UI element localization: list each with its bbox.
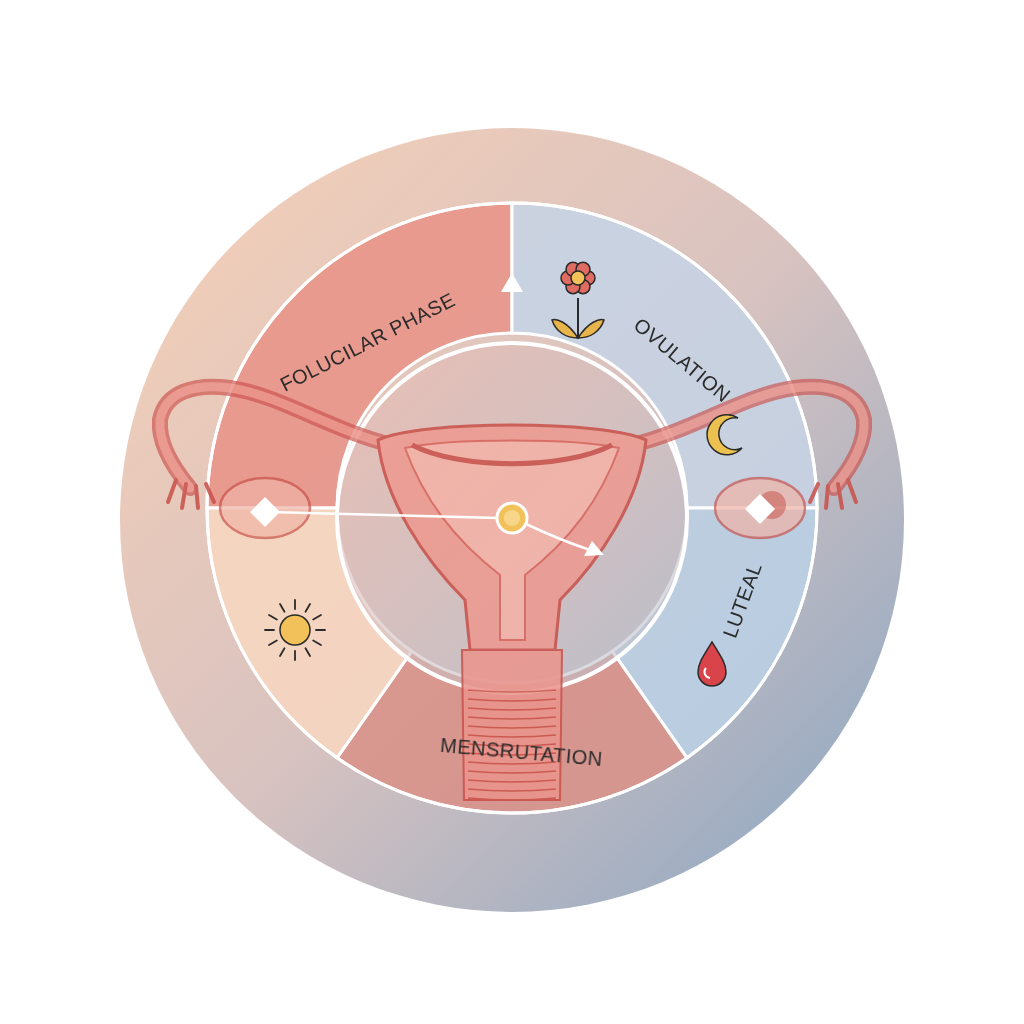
marker-diamond [250, 497, 280, 527]
marker-diamond [745, 494, 775, 524]
outer-disc [120, 128, 904, 912]
arrowhead [584, 541, 604, 556]
ring-outline [207, 203, 817, 813]
direction-arrow [501, 273, 523, 292]
ovum-path [526, 524, 590, 550]
phase-sectors [207, 203, 817, 813]
ovum-core [504, 510, 520, 526]
ovum [497, 503, 527, 533]
moon-icon [707, 415, 742, 455]
sun-icon [265, 600, 325, 660]
ovum-path [270, 512, 498, 518]
inner-circle [337, 343, 687, 693]
drop-icon [698, 642, 726, 686]
drop-highlight [704, 668, 710, 678]
flower-icon [552, 262, 604, 338]
uterus-illustration [160, 387, 864, 800]
